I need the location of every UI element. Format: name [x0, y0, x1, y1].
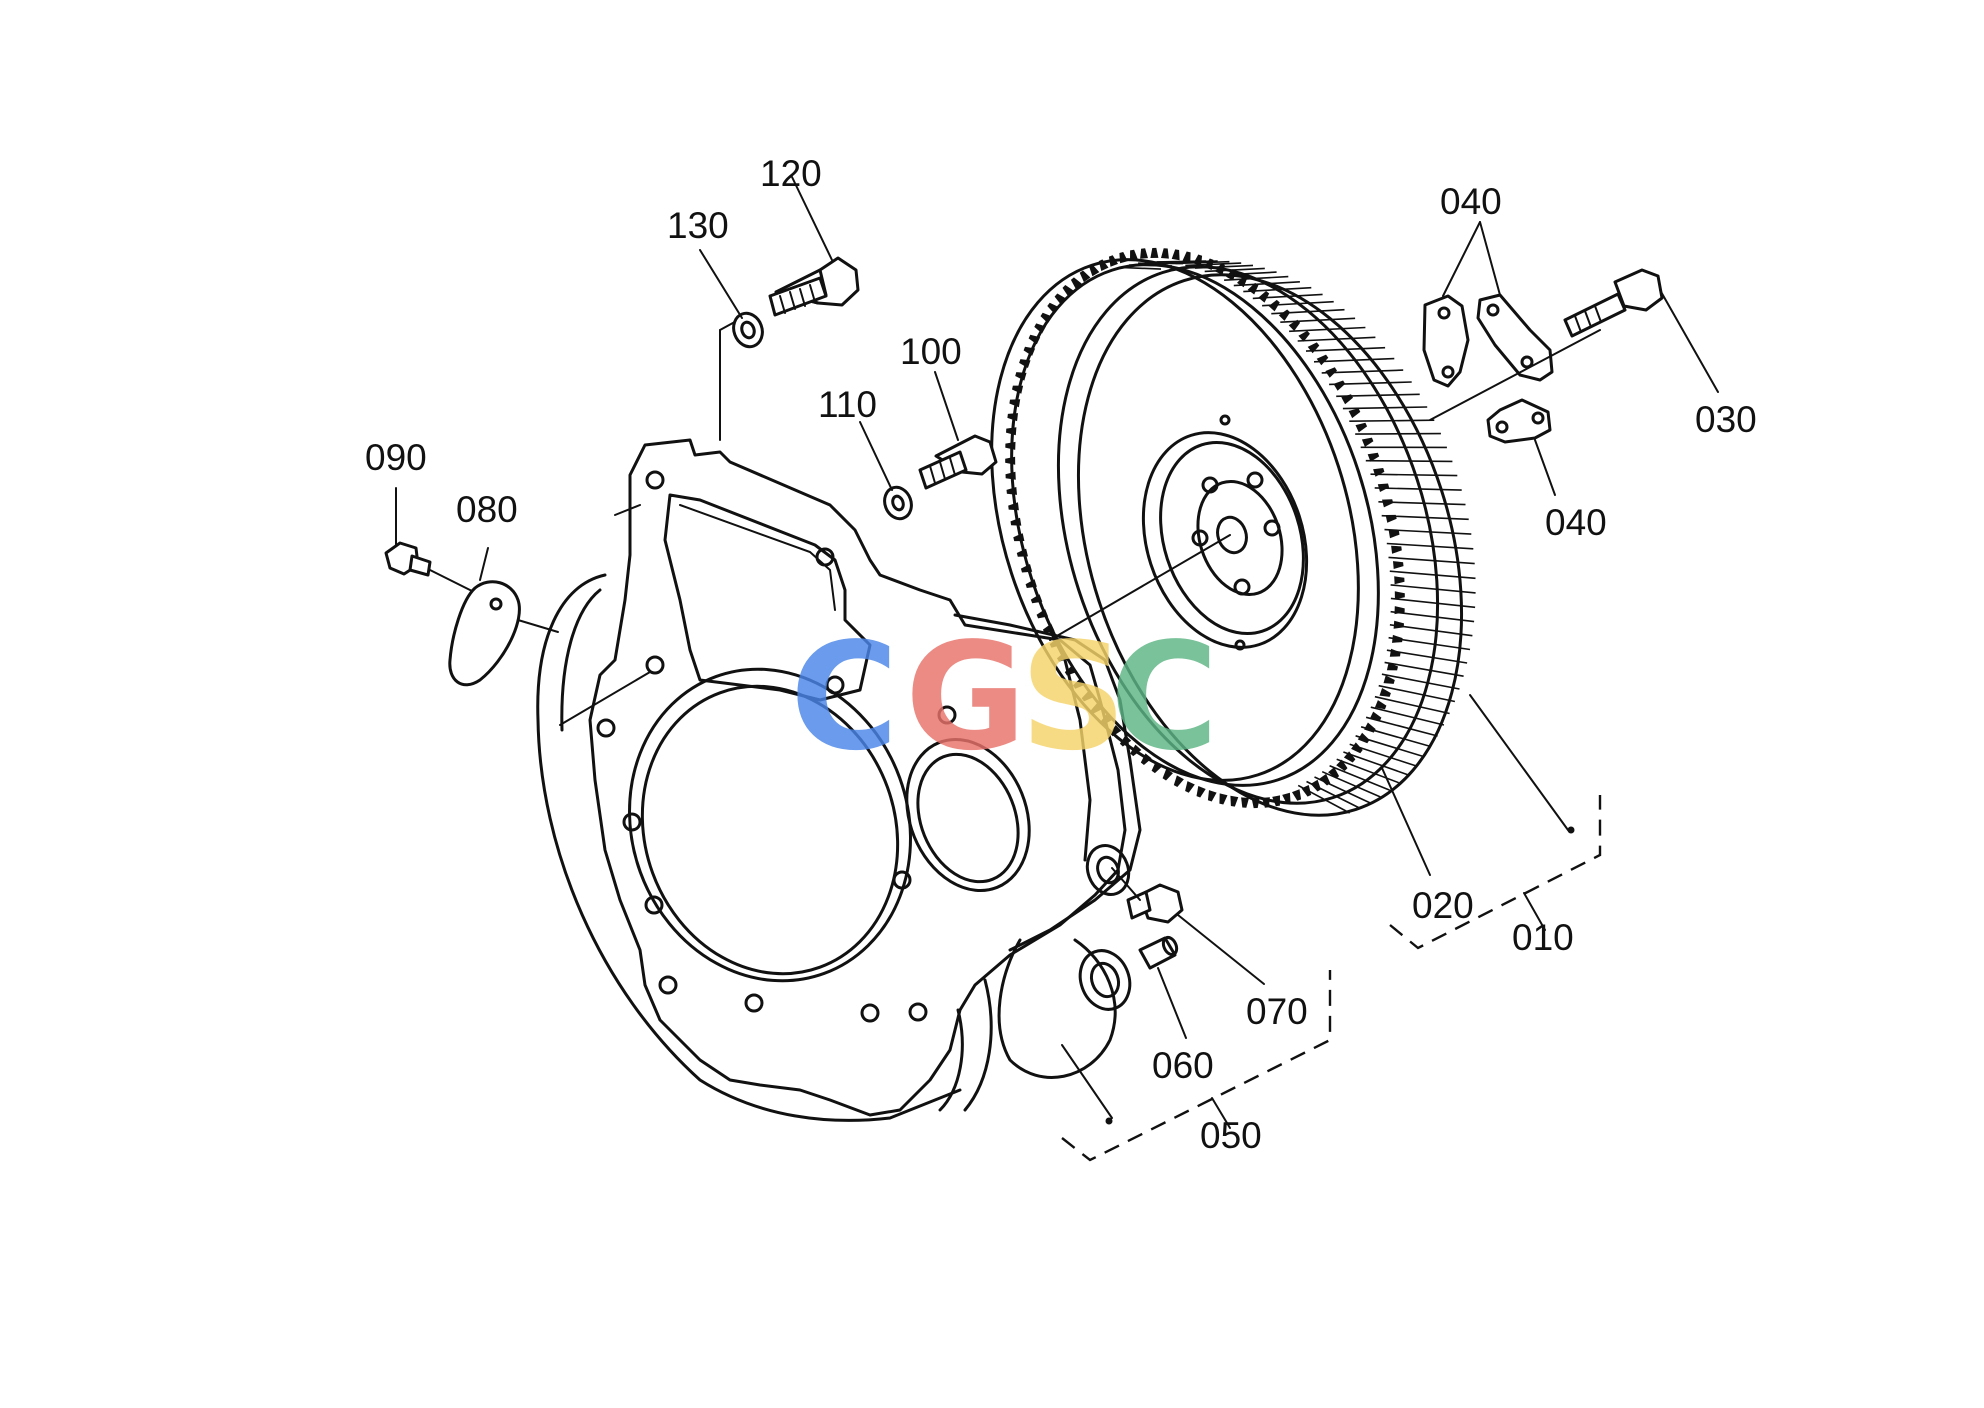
gear-tooth [1047, 303, 1059, 314]
bolt-120 [770, 258, 858, 315]
gear-tooth [1150, 248, 1158, 258]
label-part-040-lower: 040 [1545, 502, 1607, 543]
gear-tooth [1279, 310, 1290, 321]
gear-face-line [1120, 267, 1161, 269]
gear-tooth [1395, 591, 1405, 599]
gear-face-line [1355, 434, 1441, 435]
gear-tooth [1005, 457, 1015, 465]
washer-110 [880, 484, 915, 523]
gear-tooth [1119, 252, 1127, 263]
watermark-letter-4: C [1110, 611, 1219, 783]
gear-tooth [1172, 249, 1180, 260]
gear-tooth [1382, 499, 1393, 507]
gear-tooth [1334, 381, 1346, 391]
label-part-100: 100 [900, 331, 962, 372]
gear-tooth [1391, 546, 1402, 554]
gear-face-line [1349, 420, 1434, 421]
gear-tooth [1130, 250, 1138, 261]
gear-tooth [1055, 294, 1067, 305]
gear-tooth [1389, 530, 1400, 538]
gear-tooth [1349, 408, 1361, 418]
cover-plate-080 [450, 582, 520, 685]
gear-face-line [1350, 744, 1416, 766]
watermark-logo: C G S C [790, 611, 1219, 783]
label-part-120: 120 [760, 153, 822, 194]
gear-tooth [1161, 248, 1169, 258]
gear-face-line [1343, 407, 1427, 409]
gear-tooth [1006, 472, 1016, 480]
watermark-letter-2: G [905, 611, 1026, 783]
label-part-080: 080 [456, 489, 518, 530]
label-part-040-top: 040 [1440, 181, 1502, 222]
label-part-010: 010 [1512, 917, 1574, 958]
label-part-050: 050 [1200, 1115, 1262, 1156]
gear-face-line [1366, 461, 1453, 462]
gear-face-line [1390, 571, 1476, 578]
bolt-100 [920, 436, 996, 488]
gear-tooth [1362, 438, 1374, 447]
label-part-110: 110 [818, 384, 877, 425]
gear-tooth [1219, 793, 1227, 804]
gear-face-line [1336, 394, 1420, 396]
label-part-060: 060 [1152, 1045, 1214, 1086]
gear-tooth [1394, 576, 1404, 584]
label-part-020: 020 [1412, 885, 1474, 926]
gear-face-line [1391, 585, 1476, 593]
label-part-130: 130 [667, 205, 729, 246]
bolt-030 [1565, 270, 1662, 336]
gear-face-line [1387, 650, 1467, 663]
label-part-090: 090 [365, 437, 427, 478]
gear-tooth [1292, 789, 1301, 801]
gear-tooth [1241, 797, 1249, 807]
gear-tooth [1317, 355, 1329, 366]
gear-tooth [1252, 798, 1260, 808]
plug-070 [1128, 885, 1182, 922]
gear-tooth [1208, 790, 1217, 801]
gear-face-line [1343, 752, 1407, 775]
gear-face-line [1371, 474, 1458, 475]
gear-tooth [1041, 313, 1053, 323]
gear-tooth [1230, 796, 1238, 807]
pin-060 [1140, 935, 1179, 968]
gear-tooth [1373, 468, 1384, 477]
gear-face-line [1375, 488, 1462, 490]
washer-130 [729, 309, 767, 351]
lock-plates-040 [1424, 295, 1552, 442]
gear-face-line [1389, 638, 1470, 650]
gear-face-line [1129, 265, 1172, 266]
watermark-letter-1: C [790, 611, 899, 783]
label-part-030: 030 [1695, 399, 1757, 440]
gear-face-line [1356, 736, 1424, 757]
gear-tooth [1393, 561, 1404, 569]
assembly-brackets [1062, 795, 1600, 1160]
gear-tooth [1380, 688, 1391, 697]
gear-tooth [1140, 248, 1148, 258]
gear-tooth [1005, 442, 1015, 450]
label-part-070: 070 [1246, 991, 1308, 1032]
gear-face-line [1361, 727, 1431, 747]
gear-tooth [1356, 423, 1368, 433]
gear-tooth [1197, 786, 1206, 798]
bolt-090 [386, 543, 430, 575]
